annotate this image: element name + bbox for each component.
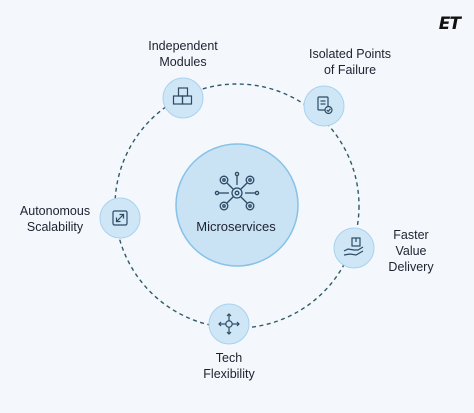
center-circle xyxy=(175,143,299,267)
node-delivery-circle xyxy=(333,227,375,269)
label-isolation: Isolated Points of Failure xyxy=(309,47,391,77)
label-scalability: Autonomous Scalability xyxy=(19,204,91,234)
document-check-icon xyxy=(317,96,333,115)
cubes-icon xyxy=(172,87,193,105)
brand-logo: ET xyxy=(438,14,461,34)
network-arrows-icon xyxy=(218,313,240,335)
node-flexibility-circle xyxy=(208,303,250,345)
label-modules: Independent Modules xyxy=(148,39,218,69)
expand-arrow-icon xyxy=(112,210,128,226)
hand-package-icon xyxy=(343,237,364,256)
label-delivery: Faster Value Delivery xyxy=(388,228,434,274)
label-flexibility: Tech Flexibility xyxy=(203,351,255,381)
center-label: Microservices xyxy=(196,219,276,234)
gear-network-icon xyxy=(214,171,260,211)
node-isolation-circle xyxy=(303,85,345,127)
